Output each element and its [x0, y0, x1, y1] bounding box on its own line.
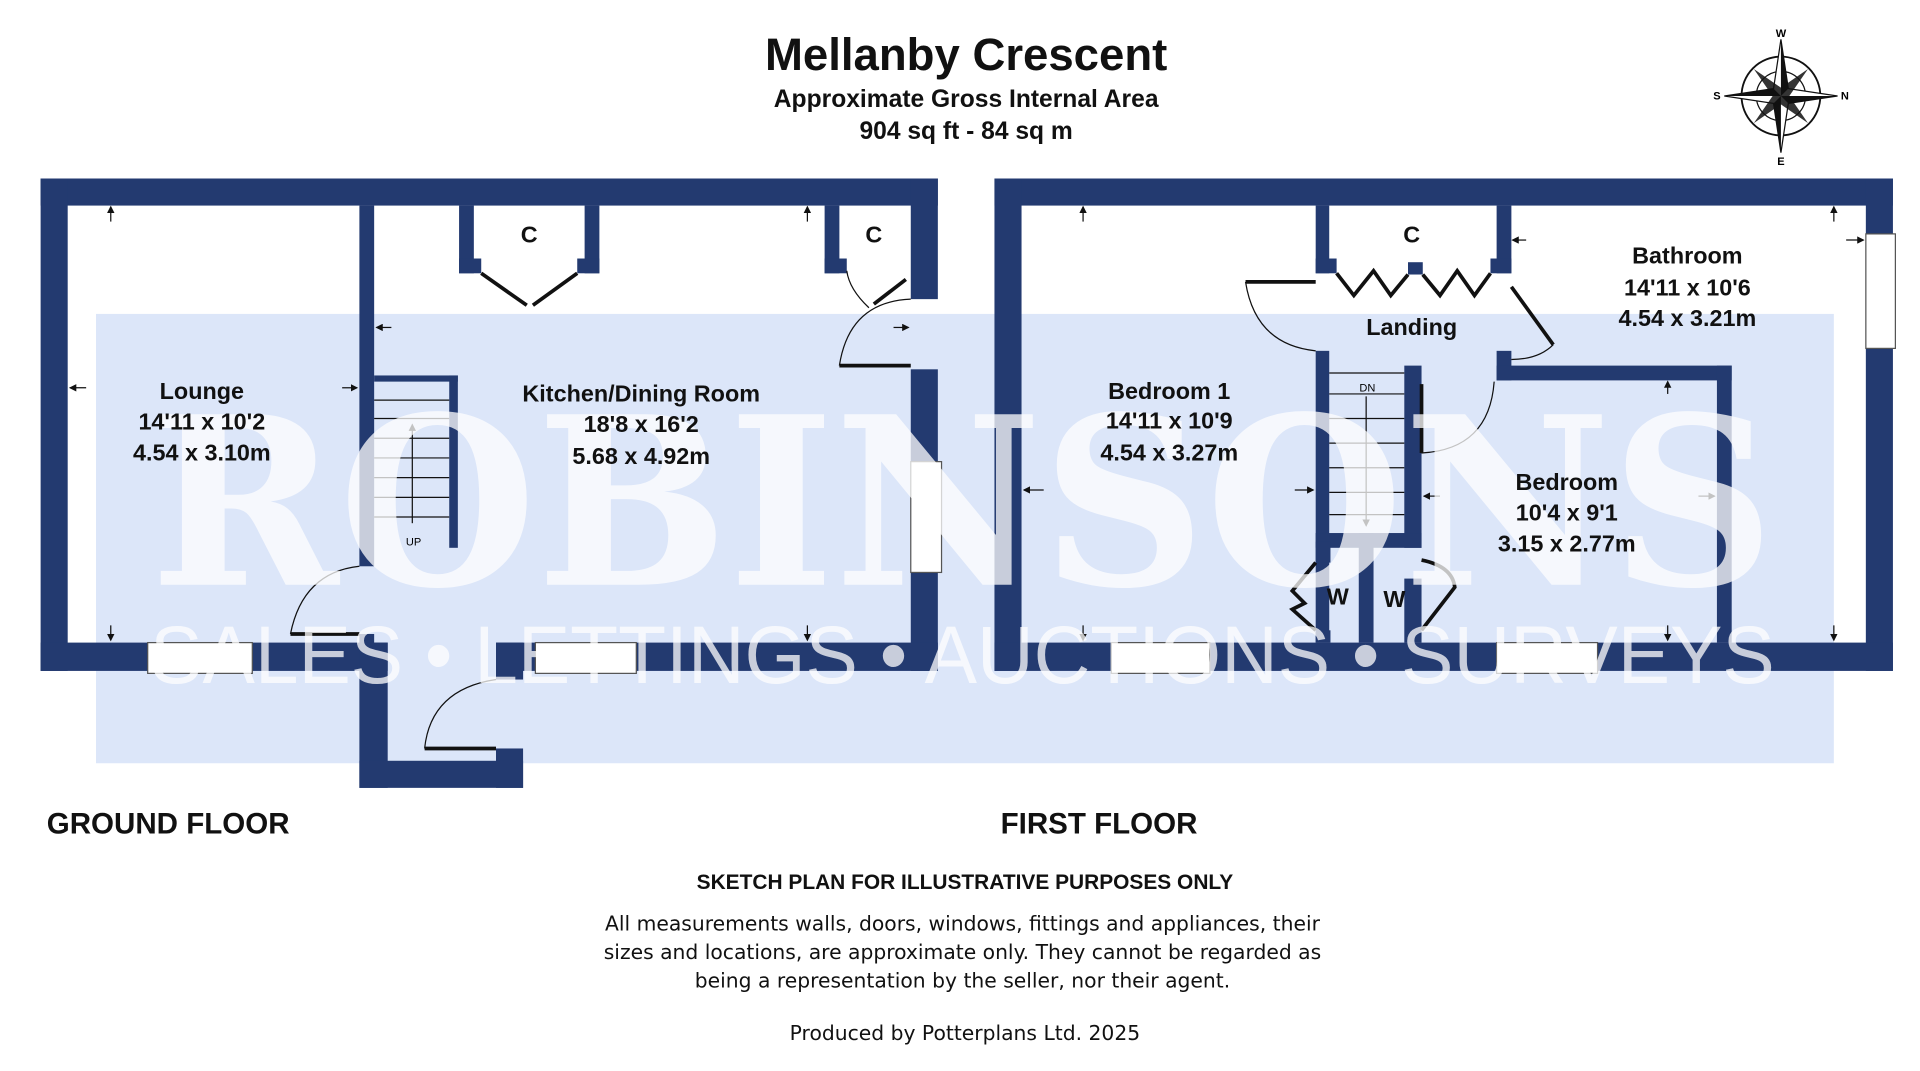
- wardrobe-label: W: [1327, 583, 1350, 609]
- room-imperial: 10'4 x 9'1: [1516, 500, 1618, 526]
- room-imperial: 18'8 x 16'2: [584, 411, 699, 437]
- wardrobe-label: W: [1383, 586, 1406, 612]
- watermark: ROBINSONS SALES • LETTINGS • AUCTIONS • …: [150, 366, 1775, 702]
- cupboard-label: C: [865, 222, 882, 248]
- room-name: Kitchen/Dining Room: [522, 380, 760, 406]
- ground-floor-label: GROUND FLOOR: [47, 807, 290, 840]
- compass-rose-icon: W E S N: [1713, 28, 1849, 168]
- stairs-down: DN: [1329, 372, 1405, 527]
- area-subtitle: Approximate Gross Internal Area: [774, 86, 1159, 113]
- watermark-brand: ROBINSONS: [150, 366, 1775, 641]
- first-floor-plan: DN: [994, 178, 1897, 674]
- room-kitchen-dining: Kitchen/Dining Room 18'8 x 16'2 5.68 x 4…: [522, 380, 760, 469]
- room-imperial: 14'11 x 10'9: [1106, 407, 1233, 433]
- room-imperial: 14'11 x 10'6: [1624, 274, 1751, 300]
- room-imperial: 14'11 x 10'2: [138, 409, 265, 435]
- room-bedroom-1: Bedroom 1 14'11 x 10'9 4.54 x 3.27m: [1100, 378, 1238, 466]
- room-metric: 4.54 x 3.21m: [1619, 305, 1757, 331]
- room-metric: 3.15 x 2.77m: [1498, 531, 1636, 557]
- room-bedroom: Bedroom 10'4 x 9'1 3.15 x 2.77m: [1498, 469, 1636, 557]
- room-name: Lounge: [160, 378, 244, 404]
- stairs-up: UP: [374, 399, 450, 548]
- room-bathroom: Bathroom 14'11 x 10'6 4.54 x 3.21m: [1619, 242, 1757, 331]
- cupboard-label: C: [1403, 222, 1420, 248]
- watermark-tagline: SALES • LETTINGS • AUCTIONS • SURVEYS: [150, 610, 1775, 701]
- room-name: Bathroom: [1632, 242, 1742, 268]
- room-metric: 5.68 x 4.92m: [572, 443, 710, 469]
- stairs-down-label: DN: [1359, 382, 1375, 394]
- cupboard-label: C: [521, 222, 538, 248]
- disclaimer-line: being a representation by the seller, no…: [695, 968, 1230, 992]
- room-metric: 4.54 x 3.10m: [133, 439, 271, 465]
- compass-s: S: [1713, 91, 1720, 103]
- compass-e: E: [1777, 156, 1784, 168]
- credit: Produced by Potterplans Ltd. 2025: [790, 1021, 1140, 1045]
- compass-n: N: [1841, 91, 1849, 103]
- compass-w: W: [1776, 28, 1787, 40]
- disclaimer-title: SKETCH PLAN FOR ILLUSTRATIVE PURPOSES ON…: [697, 871, 1234, 894]
- room-lounge: Lounge 14'11 x 10'2 4.54 x 3.10m: [133, 378, 271, 466]
- room-landing: Landing: [1366, 314, 1457, 340]
- room-metric: 4.54 x 3.27m: [1100, 439, 1238, 465]
- stairs-up-label: UP: [406, 536, 421, 548]
- room-name: Bedroom 1: [1108, 378, 1230, 404]
- area-value: 904 sq ft - 84 sq m: [859, 118, 1072, 145]
- room-name: Bedroom: [1515, 469, 1618, 495]
- disclaimer-line: All measurements walls, doors, windows, …: [605, 912, 1321, 936]
- ground-floor-plan: UP: [40, 178, 943, 788]
- first-floor-label: FIRST FLOOR: [1001, 807, 1198, 840]
- disclaimer-line: sizes and locations, are approximate onl…: [604, 940, 1321, 964]
- page-title: Mellanby Crescent: [765, 29, 1167, 80]
